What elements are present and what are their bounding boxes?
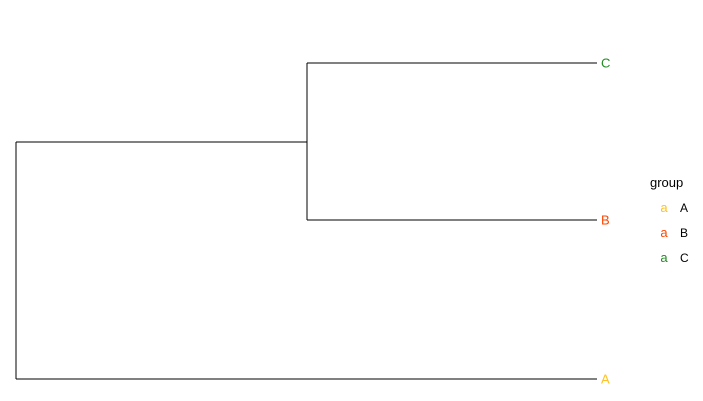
tip-label-b: B — [601, 212, 610, 228]
legend-label: A — [680, 200, 689, 215]
legend-title: group — [650, 175, 684, 190]
legend-entry-a: a A — [650, 195, 689, 220]
legend-label: B — [680, 225, 689, 240]
legend-entry-c: a C — [650, 245, 689, 270]
legend: group a A a B a C — [650, 176, 689, 270]
legend-key-glyph: a — [660, 250, 668, 265]
tip-label-c: C — [601, 55, 611, 71]
legend-label: C — [680, 250, 689, 265]
tip-label-a: A — [601, 371, 610, 387]
legend-key-glyph: a — [660, 200, 668, 215]
legend-entry-b: a B — [650, 220, 689, 245]
legend-key-glyph: a — [660, 225, 668, 240]
